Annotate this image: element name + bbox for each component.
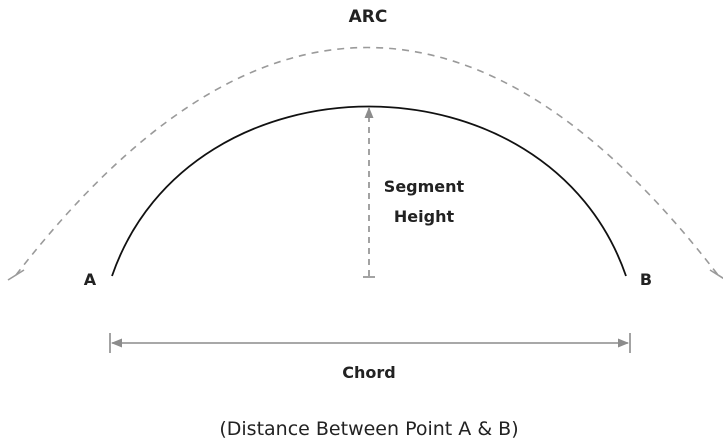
segment-height-label-line1: Segment bbox=[384, 177, 465, 196]
arc-left-end-tick bbox=[7, 269, 25, 281]
arc-right-end-tick bbox=[709, 269, 723, 280]
segment-arc-curve bbox=[111, 105, 627, 277]
chord-note: (Distance Between Point A & B) bbox=[219, 418, 518, 440]
segment-height-label-line2: Height bbox=[394, 207, 455, 226]
arc-label: ARC bbox=[349, 7, 388, 27]
point-b-label: B bbox=[640, 270, 652, 289]
chord-label: Chord bbox=[342, 363, 395, 382]
arc-dashed-curve bbox=[15, 46, 719, 276]
point-a-label: A bbox=[84, 270, 97, 289]
